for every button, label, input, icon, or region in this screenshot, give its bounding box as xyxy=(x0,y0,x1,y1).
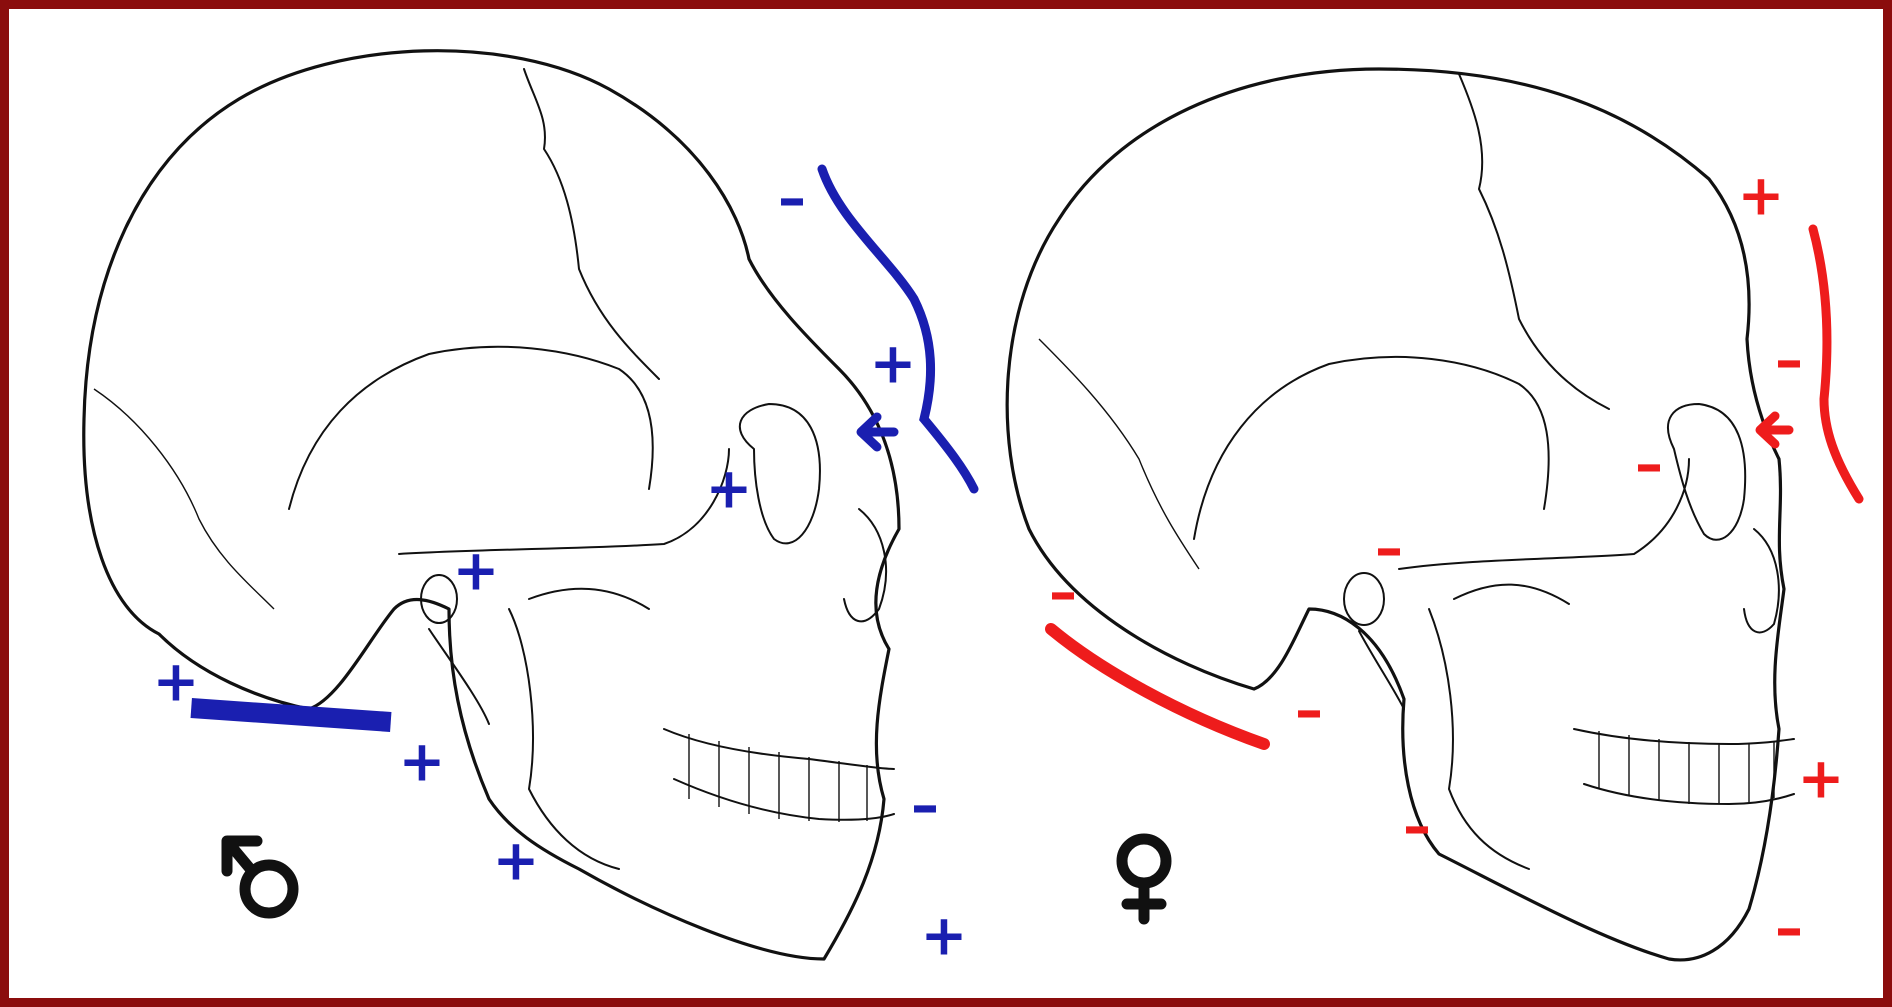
male-sign-brow: + xyxy=(870,332,917,397)
male-sign-orbit: + xyxy=(706,457,753,522)
female-sign-nuchal: – xyxy=(1295,679,1323,744)
male-symbol xyxy=(227,841,293,913)
male-sign-chin-minus: – xyxy=(911,774,939,839)
female-brow-arrow xyxy=(1760,416,1789,444)
female-sign-gonial: – xyxy=(1403,795,1431,860)
male-skull xyxy=(84,51,899,959)
male-sign-nuchal-left: + xyxy=(153,650,200,715)
male-sign-mastoid: + xyxy=(453,539,500,604)
female-sign-occipital: – xyxy=(1049,561,1077,626)
female-symbol xyxy=(1122,839,1166,919)
female-skull xyxy=(1007,69,1794,960)
female-frontal-profile-line xyxy=(1813,229,1859,499)
female-sign-frontal: + xyxy=(1738,164,1785,229)
male-brow-arrow xyxy=(861,417,894,447)
male-sign-frontal: – xyxy=(778,167,806,232)
skull-comparison-diagram: – + + + + + + – + + – – – xyxy=(9,9,1883,998)
male-sign-nuchal-right: + xyxy=(399,730,446,795)
male-sign-chin-plus: + xyxy=(921,904,968,969)
female-sign-chin-plus: + xyxy=(1798,747,1845,812)
female-sign-chin-minus: – xyxy=(1775,897,1803,962)
female-sign-orbit: – xyxy=(1635,433,1663,498)
female-cranium-outline xyxy=(1007,69,1784,960)
female-sign-mastoid: – xyxy=(1375,517,1403,582)
female-sign-brow: – xyxy=(1775,329,1803,394)
male-sign-gonial: + xyxy=(493,829,540,894)
male-cranium-outline xyxy=(84,51,899,959)
